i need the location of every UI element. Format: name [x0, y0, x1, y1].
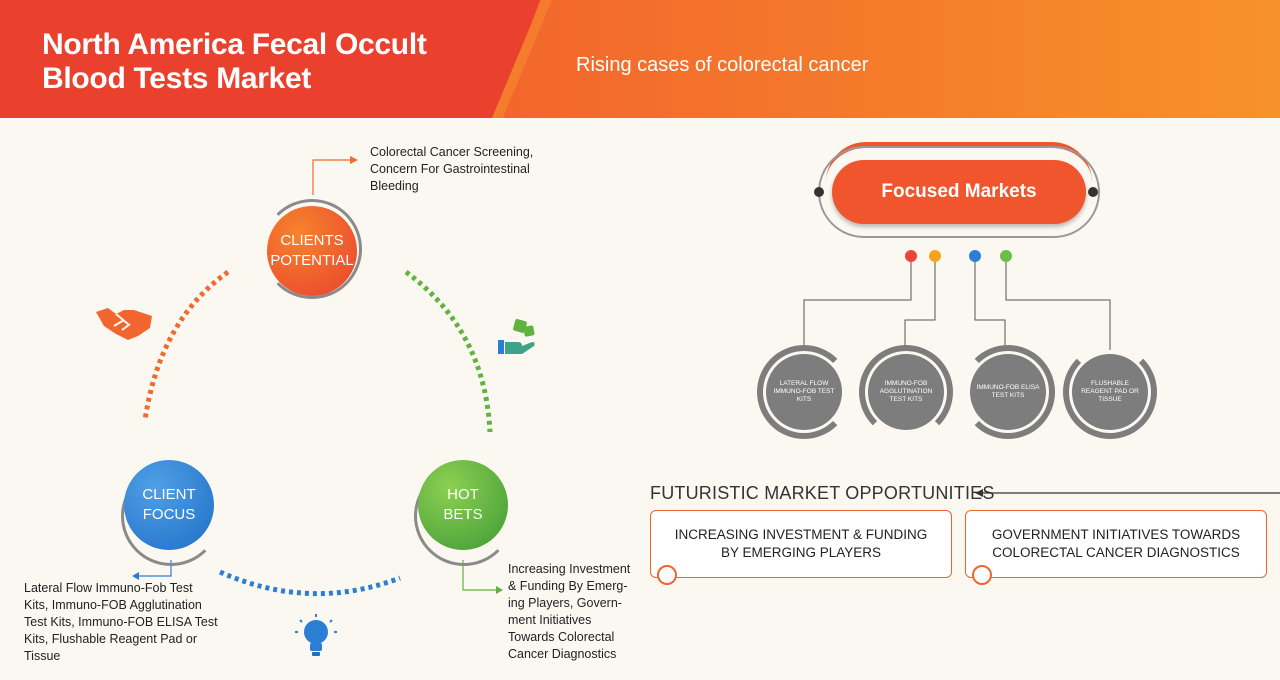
market-label-4: FLUSHABLE REAGENT PAD OR TISSUE	[1081, 380, 1139, 403]
clients-potential-ring	[262, 199, 362, 299]
clients-potential-circle: CLIENTS POTENTIAL	[267, 206, 357, 296]
client-focus-note: Lateral Flow Immuno-Fob Test Kits, Immun…	[24, 580, 234, 665]
note-line: & Funding By Emerg-	[508, 579, 628, 593]
market-dot-4	[1000, 250, 1012, 262]
clients-potential-line2: POTENTIAL	[270, 252, 354, 269]
focused-markets-arc	[826, 142, 1092, 212]
focused-markets-title: Focused Markets	[832, 160, 1086, 224]
arrow-clients-potential	[350, 156, 358, 164]
client-focus-line2: FOCUS	[142, 506, 196, 523]
note-line: Bleeding	[370, 179, 419, 193]
connector-clients-potential	[312, 159, 352, 195]
header-banner: North America Fecal Occult Blood Tests M…	[0, 0, 1280, 118]
client-focus-circle: CLIENT FOCUS	[124, 460, 214, 550]
arrow-hot-bets	[496, 586, 503, 594]
opportunity-box-1: INCREASING INVESTMENT & FUNDING BY EMERG…	[650, 510, 952, 585]
outline-left-dot	[814, 187, 824, 197]
market-circle-4: FLUSHABLE REAGENT PAD OR TISSUE	[1072, 354, 1148, 430]
connector-2	[904, 262, 936, 350]
note-line: Colorectal Cancer Screening,	[370, 145, 534, 159]
note-line: Test Kits, Immuno-FOB ELISA Test	[24, 615, 218, 629]
clients-potential-note: Colorectal Cancer Screening, Concern For…	[370, 144, 560, 195]
title-line-2: Blood Tests Market	[42, 62, 312, 95]
arrow-client-focus	[132, 572, 139, 580]
green-dotted-arc	[404, 269, 493, 433]
market-circle-3: IMMUNO-FOB ELISA TEST KITS	[970, 354, 1046, 430]
note-line: Concern For Gastrointestinal	[370, 162, 530, 176]
hot-bets-line2: BETS	[443, 506, 483, 523]
market-label-1: LATERAL FLOW IMMUNO-FOB TEST KITS	[773, 380, 835, 403]
market-dot-1	[905, 250, 917, 262]
note-line: Kits, Flushable Reagent Pad or	[24, 632, 198, 646]
note-line: Towards Colorectal	[508, 630, 615, 644]
market-circle-1: LATERAL FLOW IMMUNO-FOB TEST KITS	[766, 354, 842, 430]
cycle-arcs	[132, 156, 503, 597]
hot-bets-circle: HOT BETS	[418, 460, 508, 550]
opportunity-text-1: INCREASING INVESTMENT & FUNDING BY EMERG…	[674, 527, 928, 560]
blue-dotted-arc	[218, 569, 401, 597]
opportunity-knob-1	[657, 565, 677, 585]
opportunity-box-2: GOVERNMENT INITIATIVES TOWARDS COLORECTA…	[965, 510, 1267, 585]
client-focus-ring	[121, 466, 221, 566]
title-line-1: North America Fecal Occult	[42, 28, 427, 61]
client-focus-line1: CLIENT	[142, 486, 196, 503]
page-title: North America Fecal Occult Blood Tests M…	[42, 28, 502, 96]
header-shade	[0, 0, 540, 118]
market-circle-2: IMMUNO-FOB AGGLUTINATION TEST KITS	[868, 354, 944, 430]
note-line: Tissue	[24, 649, 61, 663]
connector-hot-bets	[462, 560, 497, 591]
hot-bets-line1: HOT	[447, 486, 479, 503]
connector-4	[1005, 262, 1111, 350]
note-line: Kits, Immuno-FOB Agglutination	[24, 598, 202, 612]
dice-hand-icon	[498, 319, 535, 354]
note-line: ing Players, Govern-	[508, 596, 622, 610]
hot-bets-ring	[414, 466, 514, 566]
opportunity-knob-2	[972, 565, 992, 585]
note-line: Cancer Diagnostics	[508, 647, 617, 661]
clients-potential-line1: CLIENTS	[280, 232, 344, 249]
hot-bets-note: Increasing Investment & Funding By Emerg…	[508, 561, 648, 663]
orange-dotted-arc	[142, 269, 230, 421]
market-ring-1	[757, 345, 851, 439]
note-line: Increasing Investment	[508, 562, 631, 576]
connector-1	[803, 262, 912, 350]
focused-markets-connectors	[803, 262, 1111, 350]
opportunity-text-2: GOVERNMENT INITIATIVES TOWARDS COLORECTA…	[991, 527, 1241, 560]
market-dot-2	[929, 250, 941, 262]
market-label-3: IMMUNO-FOB ELISA TEST KITS	[976, 384, 1040, 399]
lightbulb-icon	[295, 614, 337, 656]
page-subtitle: Rising cases of colorectal cancer	[576, 54, 869, 76]
outline-right-dot	[1088, 187, 1098, 197]
market-dot-3	[969, 250, 981, 262]
market-label-2: IMMUNO-FOB AGGLUTINATION TEST KITS	[879, 380, 933, 403]
connector-3	[974, 262, 1006, 350]
handshake-icon	[96, 308, 152, 340]
note-line: ment Initiatives	[508, 613, 592, 627]
opportunities-arrow	[975, 489, 1280, 497]
opportunities-title: FUTURISTIC MARKET OPPORTUNITIES	[650, 483, 995, 503]
note-line: Lateral Flow Immuno-Fob Test	[24, 581, 193, 595]
